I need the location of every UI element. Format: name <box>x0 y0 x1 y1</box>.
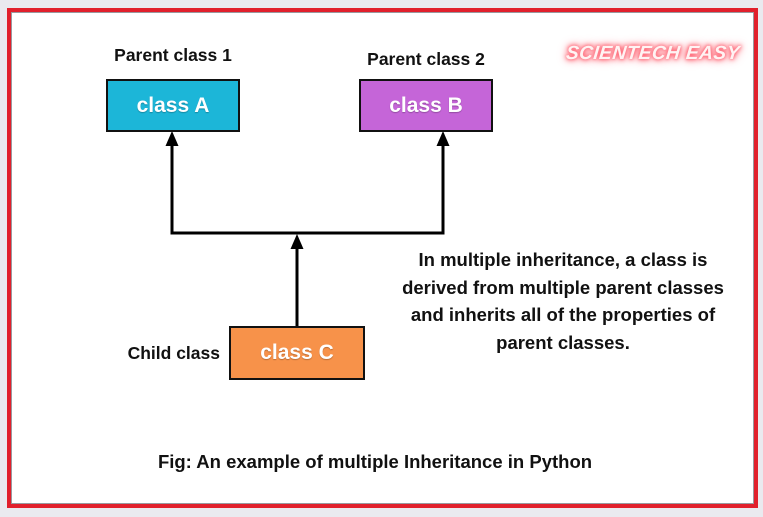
scientech-easy-watermark: SCIENTECH EASY <box>564 43 741 64</box>
parent-class-1-label: Parent class 1 <box>114 45 232 65</box>
child-class-label: Child class <box>127 343 220 363</box>
figure-caption: Fig: An example of multiple Inheritance … <box>157 451 593 472</box>
class-c-box-text: class C <box>260 341 334 364</box>
class-c-box: class C <box>229 326 365 380</box>
class-a-box-text: class A <box>136 93 210 117</box>
description-line: parent classes. <box>496 331 630 353</box>
class-b-box-text: class B <box>389 93 463 117</box>
class-a-box: class A <box>106 79 240 132</box>
description-line: In multiple inheritance, a class is <box>418 249 708 270</box>
description-line: and inherits all of the properties of <box>410 304 716 325</box>
description-line: derived from multiple parent classes <box>402 276 724 298</box>
description-text: In multiple inheritance, a class is deri… <box>388 246 738 356</box>
parent-class-2-label: Parent class 2 <box>367 49 485 69</box>
class-b-box: class B <box>359 79 493 132</box>
